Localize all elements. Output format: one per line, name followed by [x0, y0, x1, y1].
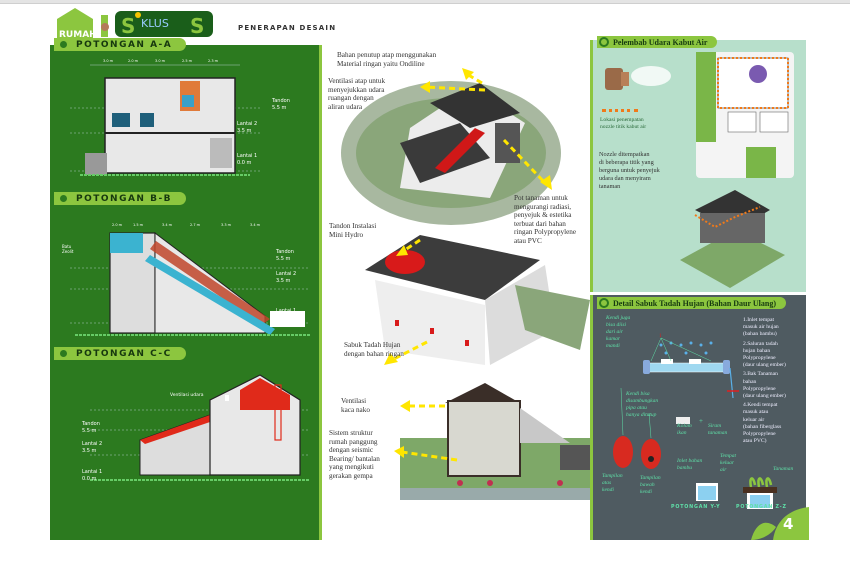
section-a-a-drawing [70, 64, 260, 176]
zeolite-label: Batu Zeolit [62, 244, 74, 254]
page-subtitle: PENERAPAN DESAIN [238, 24, 337, 32]
dim: 3.4 m [162, 223, 173, 227]
rain-belt-diagram: + 1 [613, 334, 739, 501]
mist-panel: Pelembab Udara Kabut Air Lokasi penempat… [590, 36, 806, 292]
mist-title: Pelembab Udara Kabut Air [597, 36, 718, 48]
top-border [0, 0, 850, 4]
section-b-b-drawing [70, 231, 310, 336]
section-label-z-z: POTONGAN Z-Z [736, 505, 787, 510]
house-render [365, 235, 590, 365]
nozzle-icon [605, 66, 671, 90]
section-tab-a-a: POTONGAN A-A [54, 38, 187, 51]
section-b-b: 2.0 m 1.5 m 3.4 m 2.7 m 3.3 m 3.4 m Batu… [50, 203, 322, 348]
aerial-render [341, 81, 561, 225]
dim: 1.5 m [133, 223, 144, 227]
note-plant: Tanaman [773, 466, 794, 472]
svg-text:S: S [190, 14, 204, 38]
svg-text:+: + [699, 417, 703, 425]
section-tab-c-c: POTONGAN C-C [54, 347, 186, 360]
dim: 2.0 m [112, 223, 123, 227]
front-render [400, 383, 590, 500]
planter-section-icon [743, 477, 777, 509]
nozzle-legend-dots [602, 109, 638, 112]
svg-text:S: S [121, 14, 135, 38]
dim: 2.0 m [128, 59, 139, 63]
rain-title: Detail Sabuk Tadah Hujan (Bahan Daur Ula… [597, 297, 787, 309]
section-c-c-drawing [90, 374, 310, 481]
rain-panel: Detail Sabuk Tadah Hujan (Bahan Daur Ula… [590, 295, 809, 540]
section-tab-b-b: POTONGAN B-B [54, 192, 187, 205]
svg-text:KLUS: KLUS [141, 17, 169, 30]
dim: 2.3 m [208, 59, 219, 63]
section-label-y-y: POTONGAN Y-Y [671, 505, 721, 510]
page-number: 4 [783, 515, 794, 533]
ventilation-label: Ventilasi udara [170, 393, 204, 398]
svg-text:RUMAH: RUMAH [59, 30, 97, 39]
leaf-icon [751, 507, 809, 540]
floor-plan [696, 52, 794, 178]
annotation-arrows [384, 68, 552, 462]
dim: 3.4 m [250, 223, 261, 227]
mist-render [680, 190, 785, 288]
dim: 2.5 m [182, 59, 193, 63]
dim: 3.0 m [103, 59, 114, 63]
rumah-siklus-logo: RUMAH S KLUS S [57, 8, 213, 39]
dim: 3.0 m [155, 59, 166, 63]
dim: 3.3 m [221, 223, 232, 227]
svg-text:1: 1 [659, 334, 662, 339]
dim: 2.7 m [190, 223, 201, 227]
